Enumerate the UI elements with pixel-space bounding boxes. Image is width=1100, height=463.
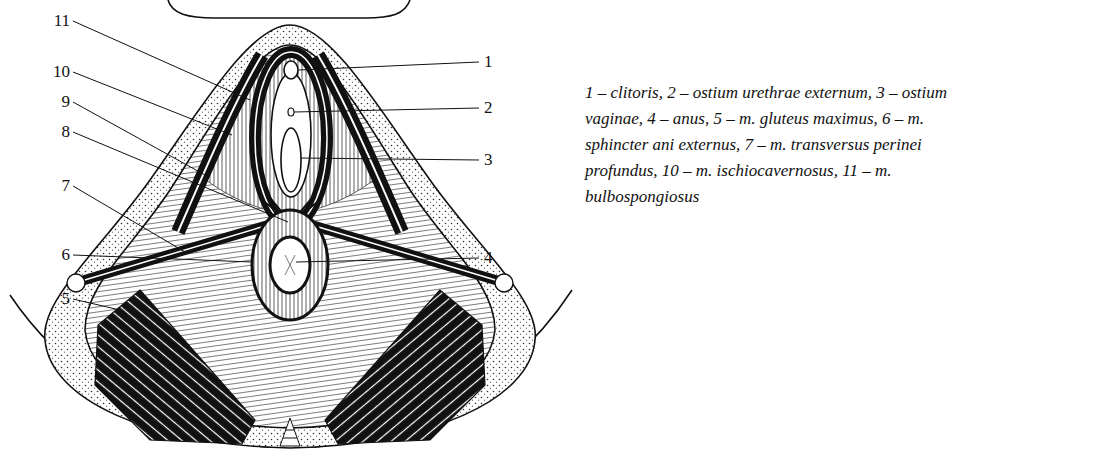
callout-number: 4 — [484, 248, 493, 268]
callout-number: 11 — [54, 11, 70, 31]
callout-number: 7 — [62, 176, 71, 196]
callout-number: 8 — [62, 122, 71, 142]
callout-number: 3 — [484, 150, 493, 170]
callout-number: 1 — [484, 52, 493, 72]
callout-number: 10 — [53, 62, 70, 82]
figure-caption: 1 – clitoris, 2 – ostium urethrae extern… — [585, 80, 960, 210]
callout-number: 6 — [62, 245, 71, 265]
callout-number: 9 — [62, 92, 71, 112]
callout-number: 2 — [484, 98, 493, 118]
callout-number: 5 — [62, 289, 71, 309]
